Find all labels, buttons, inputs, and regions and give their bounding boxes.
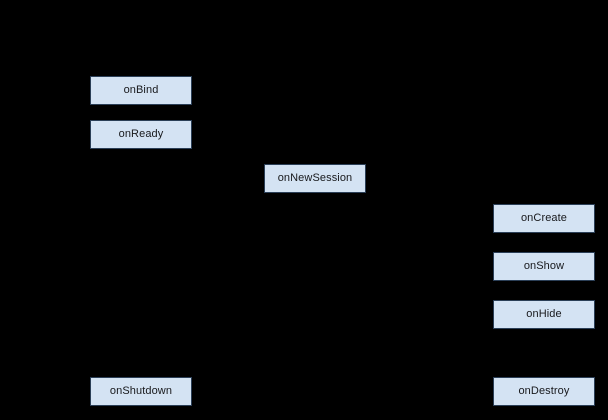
node-on-destroy[interactable]: onDestroy xyxy=(493,377,595,406)
node-label: onNewSession xyxy=(277,172,353,184)
node-label: onDestroy xyxy=(518,385,570,397)
node-on-show[interactable]: onShow xyxy=(493,252,595,281)
node-on-create[interactable]: onCreate xyxy=(493,204,595,233)
node-on-new-session[interactable]: onNewSession xyxy=(264,164,366,193)
node-label: onHide xyxy=(526,308,562,320)
node-label: onCreate xyxy=(520,212,568,224)
node-label: onShutdown xyxy=(109,385,173,397)
node-label: onShow xyxy=(523,260,565,272)
node-label: onBind xyxy=(123,84,159,96)
node-on-shutdown[interactable]: onShutdown xyxy=(90,377,192,406)
node-on-hide[interactable]: onHide xyxy=(493,300,595,329)
node-label: onReady xyxy=(118,128,164,140)
node-on-bind[interactable]: onBind xyxy=(90,76,192,105)
node-on-ready[interactable]: onReady xyxy=(90,120,192,149)
